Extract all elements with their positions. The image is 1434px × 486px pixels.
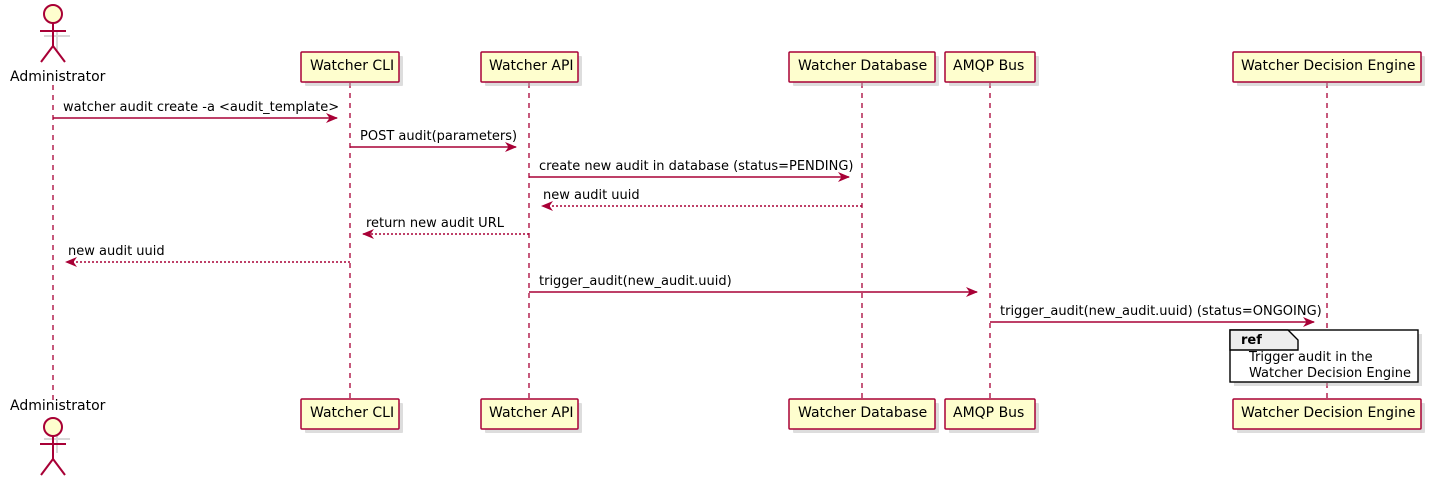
participant-box-amqp-bus-bottom[interactable] bbox=[944, 398, 1036, 430]
actor-body-icon-bottom bbox=[40, 436, 66, 476]
participant-box-watcher-cli-top[interactable] bbox=[300, 51, 400, 83]
participant-label-watcher-cli-top[interactable]: Watcher CLI bbox=[310, 58, 395, 74]
message-label-4: new audit uuid bbox=[543, 188, 640, 203]
participant-label-watcher-cli-bottom[interactable]: Watcher CLI bbox=[310, 405, 395, 421]
ref-fragment-text-line-1: Trigger audit in the bbox=[1249, 350, 1373, 365]
actor-body-icon bbox=[40, 23, 66, 63]
actor-administrator-top bbox=[40, 4, 70, 63]
participant-boxes-bottom bbox=[300, 398, 1425, 433]
actor-head-icon bbox=[43, 4, 63, 24]
lifelines bbox=[52, 83, 1328, 400]
message-label-3: create new audit in database (status=PEN… bbox=[539, 159, 854, 174]
message-label-2: POST audit(parameters) bbox=[360, 129, 518, 144]
ref-fragment-tab-label: ref bbox=[1241, 333, 1262, 348]
participant-boxes-top bbox=[300, 51, 1425, 86]
message-label-1: watcher audit create -a <audit_template> bbox=[63, 100, 340, 115]
actor-label-administrator-bottom: Administrator bbox=[10, 398, 106, 414]
message-label-6: new audit uuid bbox=[68, 244, 165, 259]
participant-label-watcher-api-bottom[interactable]: Watcher API bbox=[489, 405, 574, 421]
actor-head-icon-bottom bbox=[43, 417, 63, 437]
actor-administrator-bottom bbox=[40, 417, 70, 476]
ref-fragment-tab bbox=[1229, 329, 1299, 351]
participant-box-watcher-api-top[interactable] bbox=[480, 51, 579, 83]
ref-fragment bbox=[1229, 329, 1422, 386]
participant-label-amqp-bus-top[interactable]: AMQP Bus bbox=[953, 58, 1025, 74]
message-label-7: trigger_audit(new_audit.uuid) bbox=[539, 274, 732, 289]
participant-box-watcher-database-top[interactable] bbox=[788, 51, 936, 83]
participant-label-amqp-bus-bottom[interactable]: AMQP Bus bbox=[953, 405, 1025, 421]
participant-box-watcher-decision-engine-bottom[interactable] bbox=[1232, 398, 1422, 430]
participant-box-watcher-cli-bottom[interactable] bbox=[300, 398, 400, 430]
participant-box-watcher-decision-engine-top[interactable] bbox=[1232, 51, 1422, 83]
participant-box-watcher-database-bottom[interactable] bbox=[788, 398, 936, 430]
participant-box-amqp-bus-top[interactable] bbox=[944, 51, 1036, 83]
participant-label-watcher-decision-engine-top[interactable]: Watcher Decision Engine bbox=[1241, 58, 1416, 74]
actor-label-administrator-top: Administrator bbox=[10, 69, 106, 85]
participant-box-watcher-api-bottom[interactable] bbox=[480, 398, 579, 430]
ref-fragment-text-line-2: Watcher Decision Engine bbox=[1249, 366, 1411, 381]
participant-label-watcher-database-top[interactable]: Watcher Database bbox=[798, 58, 928, 74]
messages bbox=[53, 113, 1315, 327]
participant-label-watcher-database-bottom[interactable]: Watcher Database bbox=[798, 405, 928, 421]
message-label-5: return new audit URL bbox=[366, 216, 504, 231]
message-label-8: trigger_audit(new_audit.uuid) (status=ON… bbox=[1000, 304, 1322, 319]
participant-label-watcher-decision-engine-bottom[interactable]: Watcher Decision Engine bbox=[1241, 405, 1416, 421]
participant-label-watcher-api-top[interactable]: Watcher API bbox=[489, 58, 574, 74]
